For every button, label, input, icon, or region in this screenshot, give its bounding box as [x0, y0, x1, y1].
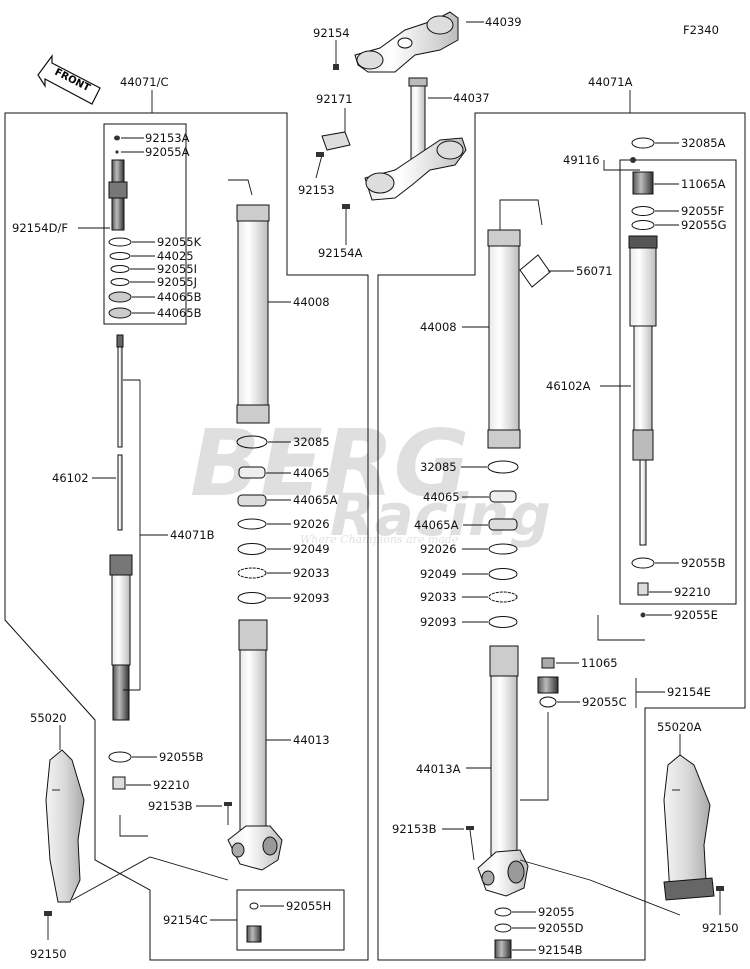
label-92055A: 92055A [145, 145, 190, 159]
label-44065-left: 44065 [293, 466, 330, 480]
upper-triple-clamp [354, 11, 459, 73]
label-92210-right: 92210 [674, 585, 711, 599]
label-55020: 55020 [30, 711, 67, 725]
label-92093-right: 92093 [420, 615, 457, 629]
frames [4, 112, 746, 961]
left-fork-guard [45, 749, 85, 903]
label-92055K: 92055K [157, 235, 202, 249]
right-mid-valve [537, 657, 559, 708]
label-92049-right: 92049 [420, 567, 457, 581]
left-outer-tube [228, 179, 270, 424]
left-cap-assembly [108, 135, 132, 319]
label-11065A: 11065A [681, 177, 726, 191]
left-ring-stack [236, 435, 268, 604]
label-44025: 44025 [157, 249, 194, 263]
label-92055D: 92055D [538, 921, 584, 935]
label-92153A: 92153A [145, 131, 190, 145]
label-92049-left: 92049 [293, 542, 330, 556]
figure-code: F2340 [683, 23, 719, 37]
label-44008-left: 44008 [293, 295, 330, 309]
label-46102A: 46102A [546, 379, 591, 393]
label-92055E: 92055E [674, 608, 718, 622]
left-cartridge [109, 554, 133, 721]
front-arrow: FRONT [37, 54, 101, 105]
label-11065: 11065 [581, 656, 618, 670]
label-44037: 44037 [453, 91, 490, 105]
label-44008-right: 44008 [420, 320, 457, 334]
label-32085A: 32085A [681, 136, 726, 150]
bolt-92153B-right [466, 826, 474, 830]
bolt-92154A [342, 204, 350, 209]
label-92055F: 92055F [681, 204, 724, 218]
label-92055C: 92055C [582, 695, 627, 709]
label-92026-right: 92026 [420, 542, 457, 556]
right-cartridge [628, 235, 658, 546]
label-92033-right: 92033 [420, 590, 457, 604]
label-44065A-left: 44065A [293, 493, 338, 507]
label-92055B-left: 92055B [159, 750, 204, 764]
label-92055H: 92055H [286, 899, 331, 913]
left-damper-rod [116, 334, 124, 531]
right-fork-guard [663, 754, 715, 901]
label-92055I: 92055I [157, 262, 197, 276]
watermark-brand: BERG [190, 410, 469, 517]
label-92033-left: 92033 [293, 566, 330, 580]
label-92154E: 92154E [667, 685, 711, 699]
right-outer-tube [487, 199, 543, 449]
label-92026-left: 92026 [293, 517, 330, 531]
bolt-92154-top [333, 40, 339, 70]
label-44065B-2: 44065B [157, 306, 202, 320]
label-44065-right: 44065 [423, 490, 460, 504]
bolt-92153-top [316, 152, 324, 157]
label-44071C: 44071/C [120, 75, 169, 89]
label-44013: 44013 [293, 733, 330, 747]
label-92154DF: 92154D/F [12, 221, 68, 235]
bolt-92150-left [44, 911, 52, 916]
label-44071A: 44071A [588, 75, 633, 89]
decal-56071 [519, 254, 551, 288]
right-base-valve [494, 907, 512, 959]
label-92055J: 92055J [157, 275, 197, 289]
label-92210-left: 92210 [153, 778, 190, 792]
label-92055B-right: 92055B [681, 556, 726, 570]
label-92154A: 92154A [318, 246, 363, 260]
watermark-tagline: Where Champions are made [300, 533, 459, 546]
label-92153B-right: 92153B [392, 822, 437, 836]
label-92154C: 92154C [163, 913, 208, 927]
left-lower-small-parts [108, 751, 132, 790]
steering-stem [364, 77, 467, 201]
label-44065A-right: 44065A [414, 518, 459, 532]
label-32085-left: 32085 [293, 435, 330, 449]
cable-clamp-92171 [321, 108, 351, 151]
label-92153: 92153 [298, 183, 335, 197]
label-46102: 46102 [52, 471, 89, 485]
bolt-92150-right [716, 886, 724, 891]
label-32085-right: 32085 [420, 460, 457, 474]
right-damper-small-parts [631, 557, 655, 618]
label-92154: 92154 [313, 26, 350, 40]
left-inner-tube [227, 619, 283, 871]
label-56071: 56071 [576, 264, 613, 278]
left-base-valve [246, 902, 262, 943]
right-cap-assembly [630, 137, 655, 230]
label-44013A: 44013A [416, 762, 461, 776]
label-92153B-left: 92153B [148, 799, 193, 813]
label-44065B-1: 44065B [157, 290, 202, 304]
right-inner-tube [477, 645, 529, 897]
right-ring-stack [487, 460, 519, 628]
label-92093-left: 92093 [293, 591, 330, 605]
label-44039: 44039 [485, 15, 522, 29]
label-92171: 92171 [316, 92, 353, 106]
label-49116: 49116 [563, 153, 600, 167]
label-92150-left: 92150 [30, 947, 67, 961]
bolt-92153B-left [224, 802, 232, 806]
label-92150-right: 92150 [702, 921, 739, 935]
label-92154B: 92154B [538, 943, 583, 957]
label-44071B: 44071B [170, 528, 215, 542]
label-55020A: 55020A [657, 720, 702, 734]
label-92055-right: 92055 [538, 905, 575, 919]
label-92055G: 92055G [681, 218, 727, 232]
